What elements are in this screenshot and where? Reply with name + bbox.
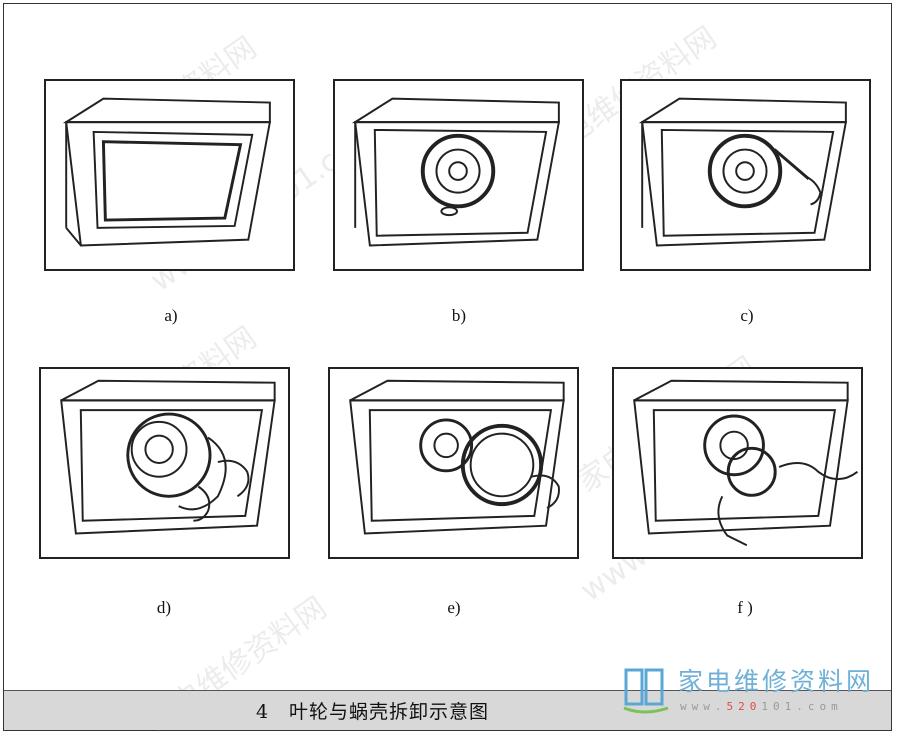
figure-panel-a xyxy=(44,79,295,271)
figure-panel-c xyxy=(620,79,871,271)
caption-bar: 4 叶轮与蜗壳拆卸示意图 xyxy=(4,690,891,730)
range-hood-open-illustration xyxy=(351,97,561,247)
document-frame xyxy=(3,3,892,731)
figure-panel-f xyxy=(612,367,863,559)
figure-panel-e xyxy=(328,367,579,559)
site-logo: 家电维修资料网 www.520101.com xyxy=(620,662,890,722)
panel-label-a: a) xyxy=(164,306,178,325)
figure-panel-b xyxy=(333,79,584,271)
figure-panel-d xyxy=(39,367,290,559)
range-hood-closed-illustration xyxy=(62,97,272,247)
removing-volute-ring-illustration xyxy=(60,379,276,535)
panel-label-b: b) xyxy=(451,306,467,325)
removing-impeller-illustration xyxy=(633,379,859,547)
logo-name: 家电维修资料网 xyxy=(678,667,875,696)
book-icon xyxy=(623,668,669,714)
panel-label-d: d) xyxy=(156,598,172,617)
logo-url: www.520101.com xyxy=(680,700,843,713)
removing-screw-illustration xyxy=(638,97,848,247)
panel-label-f: f ) xyxy=(737,598,753,617)
panel-label-e: e) xyxy=(447,598,461,617)
figure-caption: 4 叶轮与蜗壳拆卸示意图 xyxy=(255,701,490,723)
panel-label-c: c) xyxy=(740,306,754,325)
volute-removed-illustration xyxy=(349,379,565,535)
